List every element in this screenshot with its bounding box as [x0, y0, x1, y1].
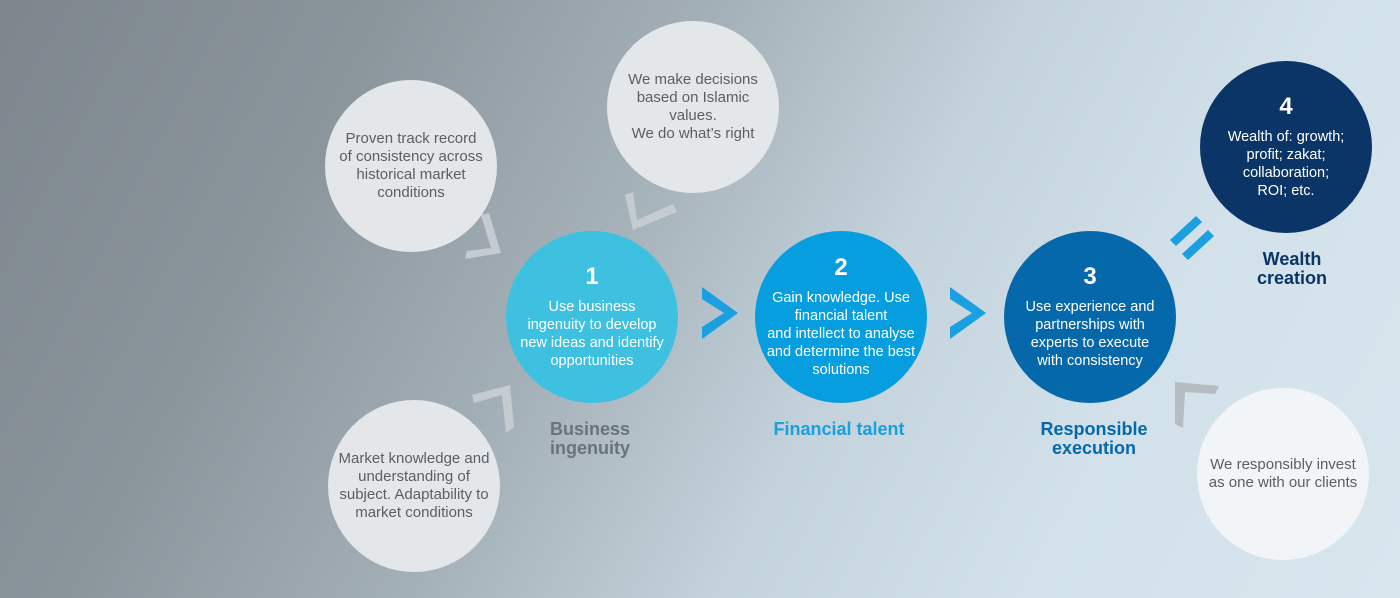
step-text-2: Gain knowledge. Use financial talent and…: [766, 290, 916, 378]
chevron-icon: [465, 213, 501, 259]
input-circle-islamic-values: We make decisions based on Islamic value…: [607, 21, 779, 193]
step-circle-3: 3 Use experience and partnerships with e…: [1004, 231, 1176, 403]
step-text-4: Wealth of: growth; profit; zakat; collab…: [1227, 129, 1345, 199]
step-circle-4: 4 Wealth of: growth; profit; zakat; coll…: [1200, 61, 1372, 233]
input-text-track-record: Proven track record of consistency acros…: [339, 130, 483, 201]
chevron-icon: [472, 385, 514, 433]
chevron-icon: [1175, 382, 1219, 428]
input-circle-market-knowledge: Market knowledge and understanding of su…: [328, 400, 500, 572]
step-number-4: 4: [1279, 93, 1293, 120]
input-text-responsible-invest: We responsibly invest as one with our cl…: [1208, 456, 1358, 491]
step-text-3: Use experience and partnerships with exp…: [1025, 299, 1155, 369]
input-text-islamic-values: We make decisions based on Islamic value…: [628, 71, 758, 142]
step-circle-1: 1 Use business ingenuity to develop new …: [506, 231, 678, 403]
step-label-responsible-execution: Responsible execution: [1040, 419, 1148, 458]
chevron-right-icon: [702, 287, 738, 339]
input-circle-responsible-invest: We responsibly invest as one with our cl…: [1197, 388, 1369, 560]
step-number-3: 3: [1083, 263, 1097, 290]
step-circle-2: 2 Gain knowledge. Use financial talent a…: [755, 231, 927, 403]
step-number-2: 2: [834, 254, 848, 281]
step-number-1: 1: [585, 263, 599, 290]
input-text-market-knowledge: Market knowledge and understanding of su…: [338, 450, 490, 521]
step-label-wealth-creation: Wealth creation: [1256, 249, 1328, 288]
chevron-right-icon: [950, 287, 986, 339]
input-circle-track-record: Proven track record of consistency acros…: [325, 80, 497, 252]
equals-icon: [1170, 216, 1214, 260]
step-text-1: Use business ingenuity to develop new id…: [520, 299, 664, 369]
chevron-icon: [625, 192, 677, 230]
step-label-financial-talent: Financial talent: [773, 419, 905, 439]
step-label-business-ingenuity: Business ingenuity: [549, 419, 631, 458]
